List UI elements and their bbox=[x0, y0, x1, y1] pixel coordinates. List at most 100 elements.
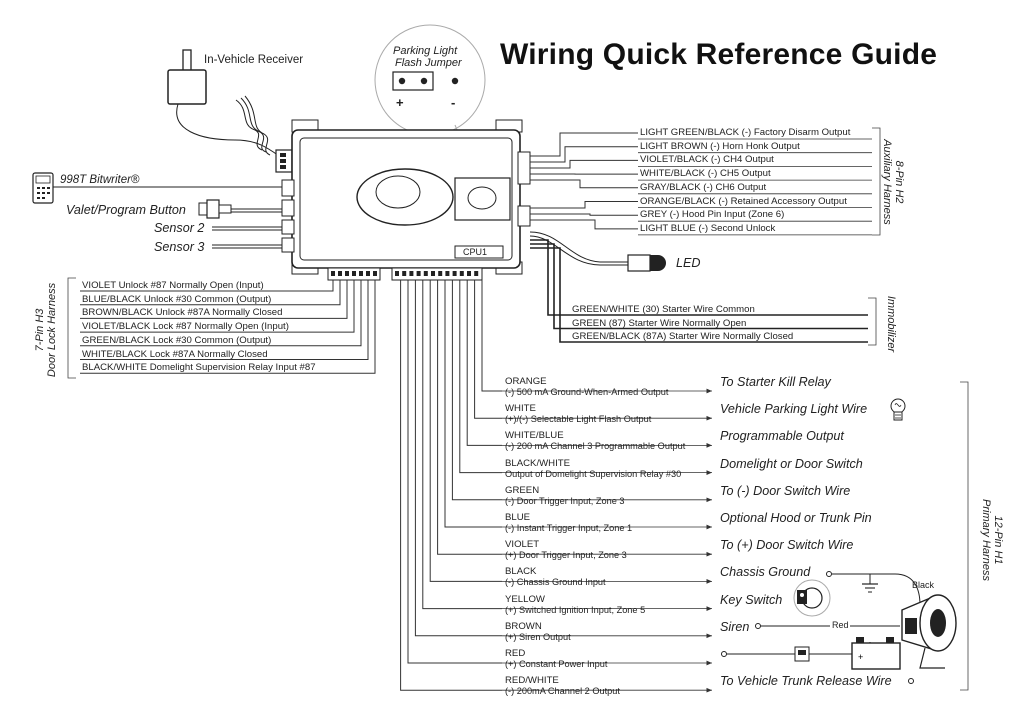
immobilizer-wire-line bbox=[530, 243, 868, 330]
jumper-plus: + bbox=[396, 95, 404, 110]
h1-wire-destination: To (-) Door Switch Wire bbox=[720, 483, 851, 498]
h1-wire-line bbox=[400, 280, 502, 691]
h1-wire-line bbox=[429, 280, 502, 582]
h2-wire-line bbox=[530, 132, 638, 157]
h2-wires bbox=[530, 132, 872, 236]
connector-pin bbox=[438, 271, 443, 276]
h1-wire-name: WHITE/BLUE bbox=[505, 430, 564, 442]
h1-wire-description: Output of Domelight Supervision Relay #3… bbox=[505, 468, 682, 479]
h3-title-line1: 7-Pin H3 bbox=[34, 308, 46, 352]
h1-wire-destination: Siren bbox=[720, 619, 750, 634]
h1-wire-line bbox=[414, 280, 502, 637]
connector-pin bbox=[423, 271, 428, 276]
h3-wire-label: VIOLET/BLACK Lock #87 Normally Open (Inp… bbox=[82, 321, 289, 333]
h2-wire-label: LIGHT GREEN/BLACK (-) Factory Disarm Out… bbox=[640, 127, 851, 138]
h3-wire-label: VIOLET Unlock #87 Normally Open (Input) bbox=[82, 280, 264, 291]
h1-wire-destination: To Vehicle Trunk Release Wire bbox=[720, 674, 892, 689]
immobilizer-wire-line bbox=[530, 247, 868, 343]
bitwriter-icon bbox=[32, 172, 282, 204]
immobilizer-title-text: Immobilizer bbox=[885, 295, 897, 353]
ground-icon bbox=[826, 571, 921, 606]
h2-wire-line bbox=[530, 179, 638, 189]
h1-wire-line bbox=[437, 280, 502, 555]
h3-title-line2: Door Lock Harness bbox=[46, 282, 58, 378]
connector-pin bbox=[366, 271, 370, 276]
h1-wire-destination: Vehicle Parking Light Wire bbox=[720, 402, 868, 417]
connector-pin bbox=[338, 271, 342, 276]
sensor-wires bbox=[212, 226, 282, 249]
h1-wire-name: BROWN bbox=[505, 620, 542, 632]
h1-wire-description: (-) Instant Trigger Input, Zone 1 bbox=[505, 523, 633, 533]
h1-wire-line bbox=[466, 280, 502, 446]
bitwriter-label: 998T Bitwriter® bbox=[60, 174, 140, 186]
h2-wire-line bbox=[530, 213, 638, 216]
h1-wire-line bbox=[422, 280, 502, 610]
receiver-icon bbox=[167, 49, 293, 173]
connector-pin bbox=[395, 271, 399, 276]
h2-wire-line bbox=[530, 201, 638, 209]
connector-pin bbox=[416, 271, 421, 276]
h1-title-line1: 12-Pin H1 bbox=[992, 515, 1004, 565]
h1-wire-destination: To (+) Door Switch Wire bbox=[720, 538, 854, 553]
connector-pin bbox=[431, 271, 435, 276]
h2-wire-label: VIOLET/BLACK (-) CH4 Output bbox=[640, 154, 774, 166]
immobilizer-wire-label: GREEN (87) Starter Wire Normally Open bbox=[572, 317, 747, 329]
battery-icon: + bbox=[721, 637, 901, 670]
h2-wire-line bbox=[530, 146, 638, 163]
h1-wire-name: BLACK/WHITE bbox=[505, 457, 571, 469]
h1-wire-destination: Optional Hood or Trunk Pin bbox=[720, 511, 872, 525]
h1-wire-line bbox=[451, 280, 502, 501]
h2-wire-label: GREY (-) Hood Pin Input (Zone 6) bbox=[640, 209, 785, 221]
h1-wires bbox=[400, 280, 712, 693]
h2-harness-title: 8-Pin H2 Auxiliary Harness bbox=[881, 132, 905, 232]
h3-wires bbox=[80, 280, 376, 374]
led-icon bbox=[529, 231, 666, 272]
control-module bbox=[281, 119, 531, 281]
h2-wire-label: WHITE/BLACK (-) CH5 Output bbox=[640, 168, 771, 180]
h2-wire-label: GRAY/BLACK (-) CH6 Output bbox=[640, 181, 767, 193]
svg-text:+: + bbox=[858, 652, 863, 662]
trunk-terminal-icon bbox=[908, 678, 914, 684]
connector-pin bbox=[459, 271, 464, 276]
sensor-2-label: Sensor 2 bbox=[154, 221, 205, 235]
receiver-label: In-Vehicle Receiver bbox=[204, 54, 304, 66]
h2-wire-line bbox=[530, 159, 638, 169]
h1-wire-name: VIOLET bbox=[505, 539, 540, 551]
h2-title-line2: Auxiliary Harness bbox=[881, 139, 893, 225]
h1-wire-name: WHITE bbox=[505, 403, 536, 415]
bulb-icon bbox=[890, 398, 906, 421]
connector-pin bbox=[331, 271, 335, 276]
connector-pin bbox=[352, 271, 356, 276]
connector-pin bbox=[345, 271, 349, 276]
connector-pin bbox=[467, 271, 471, 276]
h1-wire-description: (+) Door Trigger Input, Zone 3 bbox=[505, 550, 627, 561]
h1-wire-description: (+) Siren Output bbox=[505, 631, 571, 642]
h1-wire-description: (-) Chassis Ground Input bbox=[505, 577, 606, 588]
connector-pin bbox=[474, 271, 479, 276]
h3-wire-line bbox=[80, 280, 369, 360]
h1-wire-description: (-) 200 mA Channel 3 Programmable Output bbox=[505, 441, 686, 452]
h1-wire-destination: Programmable Output bbox=[720, 429, 844, 444]
h3-wire-line bbox=[80, 280, 362, 347]
h1-wire-line bbox=[444, 280, 502, 528]
h2-wire-line bbox=[530, 219, 638, 230]
jumper-minus: - bbox=[451, 95, 456, 110]
h3-wire-line bbox=[80, 280, 348, 319]
immobilizer-wires bbox=[530, 239, 868, 343]
h2-wire-label: ORANGE/BLACK (-) Retained Accessory Outp… bbox=[640, 195, 847, 207]
key-switch-icon bbox=[793, 579, 831, 617]
connector-pin bbox=[359, 271, 363, 276]
h3-wire-label: BLUE/BLACK Unlock #30 Common (Output) bbox=[82, 293, 272, 305]
valet-button-icon bbox=[198, 199, 282, 219]
h1-wire-destination: Domelight or Door Switch bbox=[720, 456, 863, 471]
h3-wire-label: BROWN/BLACK Unlock #87A Normally Closed bbox=[82, 307, 283, 319]
immobilizer-wire-label: GREEN/WHITE (30) Starter Wire Common bbox=[572, 304, 755, 315]
siren-red-label: Red bbox=[832, 620, 849, 630]
h2-wire-label: LIGHT BROWN (-) Horn Honk Output bbox=[640, 140, 800, 152]
h1-wire-name: GREEN bbox=[505, 484, 540, 496]
parking-jumper-label-1: Parking Light bbox=[393, 45, 458, 57]
h1-wire-destination: Key Switch bbox=[720, 592, 783, 607]
h3-wire-label: BLACK/WHITE Domelight Supervision Relay … bbox=[82, 362, 316, 374]
